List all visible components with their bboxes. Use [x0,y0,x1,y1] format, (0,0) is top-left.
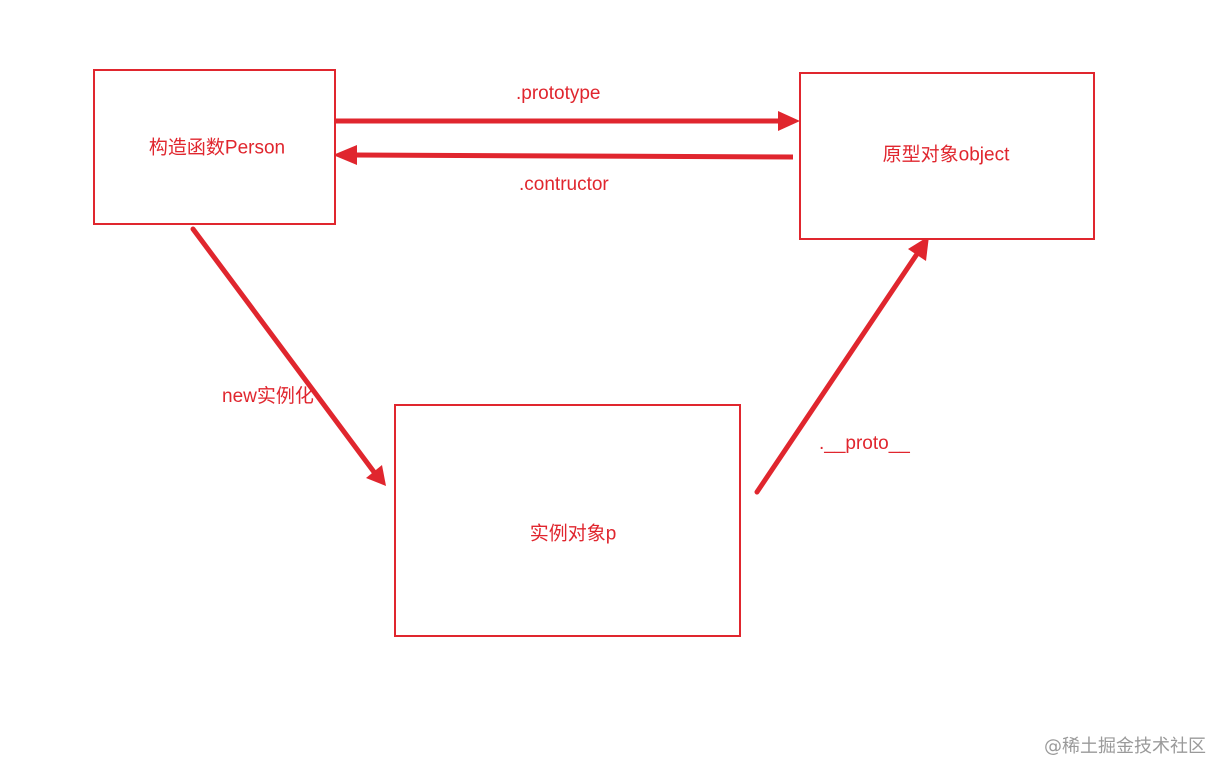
edge-new-instance-arrow [190,226,386,486]
instance-node [394,404,741,637]
instance-node-label: 实例对象p [529,523,617,545]
prototype-object-node-label: 原型对象object [882,144,1010,166]
edge-proto-label: .__proto__ [819,433,910,454]
edge-new-instance-label: new实例化 [222,386,314,407]
edge-prototype-label: .prototype [516,83,601,104]
edge-prototype-arrow [336,111,800,131]
edge-contructor-arrow [333,145,794,165]
constructor-node-label: 构造函数Person [148,137,286,159]
watermark: @稀土掘金技术社区 [1044,736,1206,757]
constructor-node [93,69,336,225]
prototype-object-node [799,72,1095,240]
edge-contructor-label: .contructor [519,174,609,195]
